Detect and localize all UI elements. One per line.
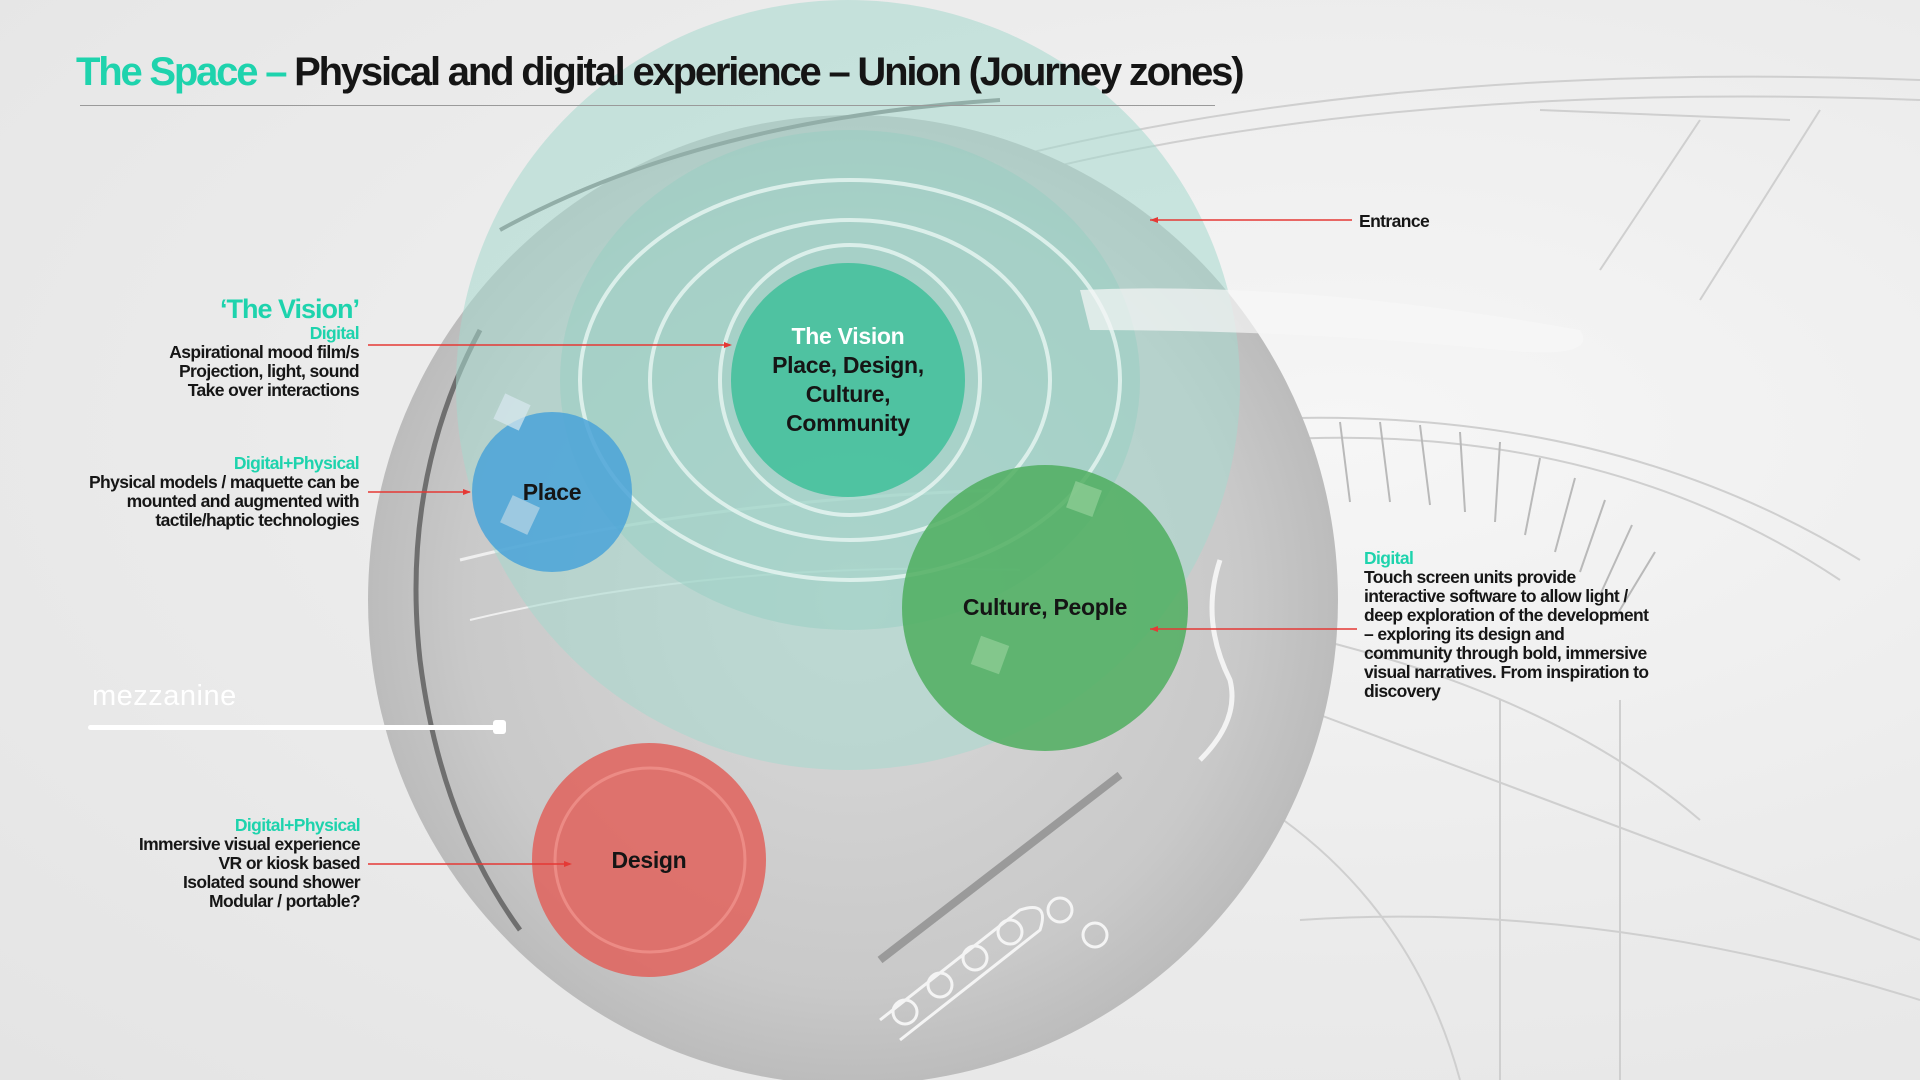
vision-annotation-category: Digital — [309, 323, 360, 343]
culture-annotation-line: interactive software to allow light / — [1364, 586, 1628, 606]
floor-outline — [413, 328, 523, 932]
vision-zone-line4: Community — [786, 410, 910, 436]
vision-annotation: ‘The Vision’ Digital Aspirational mood f… — [39, 294, 360, 400]
place-annotation-line: tactile/haptic technologies — [155, 510, 359, 530]
place-zone-label: Place — [522, 479, 582, 505]
seating-ellipse — [879, 896, 1109, 1042]
culture-annotation-category: Digital — [1364, 548, 1414, 568]
design-annotation-category: Digital+Physical — [234, 815, 361, 835]
design-annotation-line: Modular / portable? — [209, 891, 361, 911]
design-zone-circle — [532, 743, 766, 977]
culture-model-block-2 — [970, 635, 1010, 675]
vision-zone-line1: The Vision — [791, 323, 905, 349]
culture-model-block — [1066, 481, 1102, 517]
leader-arrowheads — [463, 217, 1158, 867]
culture-zone-label: Culture, People — [962, 594, 1128, 620]
place-annotation-category: Digital+Physical — [233, 453, 360, 473]
leader-lines — [368, 219, 1357, 865]
vision-annotation-title: ‘The Vision’ — [219, 294, 360, 324]
culture-annotation: Digital Touch screen units provide inter… — [1364, 549, 1694, 701]
vision-zone-line3: Culture, — [805, 381, 891, 407]
place-annotation-line: Physical models / maquette can be — [88, 472, 360, 492]
page-title: The Space – Physical and digital experie… — [76, 50, 1245, 95]
culture-annotation-line: – exploring its design and — [1364, 624, 1565, 644]
design-annotation: Digital+Physical Immersive visual experi… — [40, 815, 361, 911]
vision-annotation-line: Take over interactions — [187, 380, 360, 400]
design-annotation-line: VR or kiosk based — [218, 853, 360, 873]
place-annotation-line: mounted and augmented with — [126, 491, 360, 511]
vision-rings — [578, 178, 1122, 582]
culture-annotation-line: visual narratives. From inspiration to — [1364, 662, 1649, 682]
inner-wall — [1198, 559, 1235, 762]
design-inner-ring — [553, 766, 747, 954]
design-annotation-line: Immersive visual experience — [138, 834, 361, 854]
vision-zone-label: The Vision Place, Design, Culture, Commu… — [738, 322, 958, 438]
place-zone-circle — [472, 412, 632, 572]
title-main: Physical and digital experience – Union … — [294, 50, 1244, 94]
place-annotation: Digital+Physical Physical models / maque… — [19, 453, 360, 530]
place-model-block — [493, 393, 531, 431]
culture-annotation-line: deep exploration of the development — [1364, 605, 1649, 625]
entrance-label: Entrance — [1359, 211, 1430, 231]
culture-annotation-line: Touch screen units provide — [1364, 567, 1576, 587]
culture-annotation-line: discovery — [1364, 681, 1441, 701]
vision-zone-circle — [731, 263, 965, 497]
culture-annotation-line: community through bold, immersive — [1364, 643, 1647, 663]
culture-zone-circle — [902, 465, 1188, 751]
floor-level-label: mezzanine — [92, 680, 237, 712]
floor-level-marker — [493, 720, 506, 734]
design-annotation-line: Isolated sound shower — [182, 872, 361, 892]
vision-zone-line2: Place, Design, — [772, 352, 924, 378]
title-accent: The Space – — [76, 50, 295, 94]
vision-annotation-line: Projection, light, sound — [178, 361, 360, 381]
design-zone-label: Design — [611, 847, 687, 873]
place-model-block-2 — [500, 495, 540, 535]
title-divider — [80, 105, 1215, 106]
light-sweep — [1080, 288, 1584, 353]
floor-level-rule — [88, 725, 500, 730]
vision-annotation-line: Aspirational mood film/s — [169, 342, 359, 362]
ramp-rail — [877, 771, 1123, 964]
